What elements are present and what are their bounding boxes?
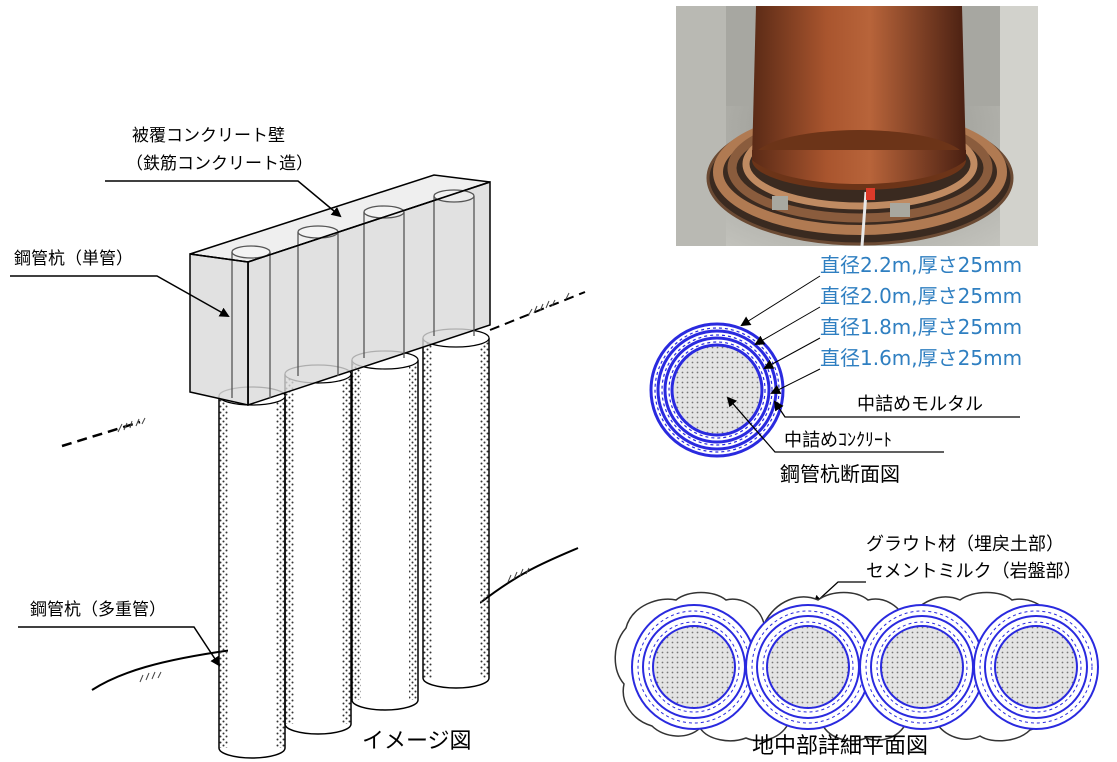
section-title: 鋼管杭断面図 xyxy=(780,462,900,486)
pipe-spec-leaders xyxy=(740,275,821,394)
ground-line-lower-left xyxy=(91,649,233,691)
pile-cross-section xyxy=(649,322,785,458)
cover-wall-label-line2: （鉄筋コンクリート造） xyxy=(126,154,313,174)
label-pile-multi: 鋼管杭（多重管） xyxy=(18,600,221,667)
pile-3-underground xyxy=(351,350,419,711)
pile-single-leader xyxy=(10,275,230,317)
cover-wall-leader xyxy=(105,180,342,218)
cover-concrete-wall xyxy=(189,174,491,407)
image-caption: イメージ図 xyxy=(362,729,472,754)
pipe-spec-2: 直径2.0m,厚さ25mm xyxy=(820,284,1022,308)
pipe-spec-labels: 直径2.2m,厚さ25mm 直径2.0m,厚さ25mm 直径1.8m,厚さ25m… xyxy=(820,253,1022,370)
ground-line-upper-right xyxy=(489,291,586,331)
grass-marks-upper xyxy=(117,292,570,433)
plan-view xyxy=(614,591,1099,742)
grout-label-line2: セメントミルク（岩盤部） xyxy=(866,561,1082,582)
ground-line-upper xyxy=(61,420,141,448)
ground-line-lower-right xyxy=(479,547,579,604)
pile-1-underground xyxy=(218,386,286,759)
pipe-spec-3: 直径1.8m,厚さ25mm xyxy=(820,315,1022,339)
fill-concrete-label: 中詰めｺﾝｸﾘｰﾄ xyxy=(726,396,944,453)
plan-pile-1 xyxy=(631,604,757,730)
plan-title: 地中部詳細平面図 xyxy=(752,734,928,759)
pipe-spec-4: 直径1.6m,厚さ25mm xyxy=(820,346,1022,370)
pile-single-label: 鋼管杭（単管） xyxy=(14,249,133,269)
pile-multi-label: 鋼管杭（多重管） xyxy=(30,600,166,620)
plan-pile-4 xyxy=(973,604,1099,730)
pipe-spec-1: 直径2.2m,厚さ25mm xyxy=(820,253,1022,277)
pile-multi-leader xyxy=(18,626,221,667)
label-cover-wall: 被覆コンクリート壁 （鉄筋コンクリート造） xyxy=(105,126,342,218)
grout-label: グラウト材（埋戻土部） セメントミルク（岩盤部） xyxy=(812,534,1082,606)
grass-marks-lower xyxy=(139,567,530,683)
fill-mortar-label: 中詰めモルタル xyxy=(773,394,1020,418)
pile-photo xyxy=(676,6,1038,247)
fill-mortar-text: 中詰めモルタル xyxy=(857,394,983,415)
cover-wall-label-line1: 被覆コンクリート壁 xyxy=(132,126,285,146)
pile-4-underground xyxy=(422,328,490,689)
pile-wall-illustration xyxy=(61,174,586,759)
pile-2-underground xyxy=(284,364,352,735)
single-pipes-in-wall xyxy=(231,189,475,398)
grout-label-line1: グラウト材（埋戻土部） xyxy=(866,534,1064,555)
plan-pile-3 xyxy=(859,604,985,730)
fill-concrete-text: 中詰めｺﾝｸﾘｰﾄ xyxy=(784,430,892,451)
label-pile-single: 鋼管杭（単管） xyxy=(10,249,230,317)
plan-pile-2 xyxy=(745,604,871,730)
